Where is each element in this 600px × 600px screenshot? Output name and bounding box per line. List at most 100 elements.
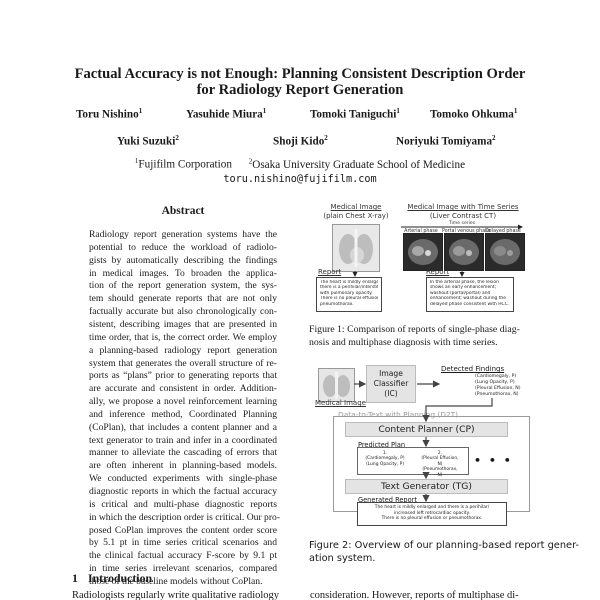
plan-ellipsis: • • • <box>474 454 513 467</box>
text-generator-box: Text Generator (TG) <box>345 479 508 494</box>
chest-xray-icon <box>333 225 379 271</box>
plan-step-2: 2. (Pleural Effusion, N) (Pneumothorax, … <box>421 451 459 478</box>
report-line: delayed phase consistent with HCC. <box>430 301 510 307</box>
fig1-report-label-right: Report <box>426 268 450 276</box>
abstract-line: tem should generate reports that are not… <box>89 293 277 305</box>
generated-report-label: Generated Report <box>358 496 417 504</box>
abstract-line: in medical images. To broaden the applic… <box>89 267 277 279</box>
section-title: Introduction <box>88 571 153 585</box>
abstract-line: gists by automatically describing the fi… <box>89 254 277 266</box>
right-column-line: consideration. However, reports of multi… <box>310 590 519 600</box>
abstract-line: We conducted experiments with single-pha… <box>89 473 277 485</box>
phase-label: Delayed phase <box>485 229 521 234</box>
report-line: increased left retrocardiac opacity. <box>394 510 470 516</box>
report-line: There is no pleural effusion or pneumoth… <box>381 516 483 522</box>
abstract-line: are often inherent in planning-based mod… <box>89 460 277 472</box>
abstract-line: ally, we propose a novel reinforcement l… <box>89 396 277 408</box>
predicted-plan-box <box>357 447 469 475</box>
finding-item: (Pleural Effusion, N) <box>475 386 521 391</box>
paper-title-line-2: for Radiology Report Generation <box>196 82 404 98</box>
author: Yuki Suzuki2 <box>117 134 179 148</box>
section-number: 1 <box>72 571 78 585</box>
plan-step-1: 1. (Cardiomegaly, P) (Lung Opacity, P) <box>365 451 405 467</box>
abstract-line: in time series irrelevant scenarios, com… <box>89 563 277 575</box>
abstract-line: and inference method, Coordinated Planni… <box>89 408 277 420</box>
report-line: there is a perihilar/interstitial <box>320 285 378 291</box>
fig1-label-left-2: (plain Chest X-ray) <box>323 212 389 220</box>
caption-line: ation system. <box>309 553 376 564</box>
phase-label: Arterial phase <box>404 229 438 234</box>
report-line: The heart is mildly enlarged and there i… <box>374 505 490 510</box>
report-line: In the arterial phase, the lesion <box>430 280 499 285</box>
finding-item: (Lung Opacity, P) <box>475 380 515 385</box>
section-heading: 1 Introduction <box>72 571 152 586</box>
d2t-label: Data-to-Text with Planning (D2T) <box>338 410 459 419</box>
abstract-line: diagnostic reports in which the factual … <box>89 486 277 497</box>
author: Shoji Kido2 <box>273 134 328 148</box>
caption-line: nosis and multiphase diagnosis with time… <box>309 337 498 348</box>
author: Toru Nishino1 <box>76 107 143 121</box>
abstract-line: posed CoPlan improves the content order … <box>89 524 277 536</box>
report-line: pneumothorax. <box>320 301 354 307</box>
figure-1-caption: Figure 1: Comparison of reports of singl… <box>309 323 531 349</box>
intro-first-line: Radiologists regularly write qualitative… <box>72 590 280 600</box>
abstract-line: manner to alleviate the cascading of err… <box>89 447 277 459</box>
paper-title-line-1: Factual Accuracy is not Enough: Planning… <box>74 66 526 82</box>
abstract-line: potential to reduce the workload of radi… <box>89 241 277 253</box>
author: Yasuhide Miura1 <box>186 107 267 121</box>
abstract-line: the clinical factual accuracy F-score by… <box>89 550 277 562</box>
ct-slice-icon <box>408 239 438 265</box>
medical-image <box>318 368 355 402</box>
report-line: shows an early enhancement; <box>430 285 497 291</box>
image-classifier-box: Image Classifier (IC) <box>366 365 416 403</box>
predicted-plan-label: Predicted Plan <box>358 441 406 449</box>
report-line: There is no pleural effusion or <box>320 296 378 302</box>
report-line: washout (portal/portal) and <box>430 290 491 296</box>
phase-label: Portal venous phase <box>442 229 491 234</box>
caption-line: Figure 1: Comparison of reports of singl… <box>309 324 520 335</box>
author-row-2: Yuki Suzuki2 Shoji Kido2 Noriyuki Tomiya… <box>0 134 600 150</box>
report-line: The heart is mildly enlarged and <box>320 280 378 285</box>
ct-image-arterial <box>403 233 443 271</box>
abstract-line: sistent, describing images that are pres… <box>89 318 277 330</box>
fig1-label-right-1: Medical Image with Time Series <box>407 203 519 211</box>
fig1-timeseries-label: Time series <box>448 221 476 226</box>
abstract-line: in which the description order is critic… <box>89 511 281 523</box>
ct-slice-icon <box>449 239 479 265</box>
medical-image-label: Medical Image <box>315 399 366 407</box>
abstract-line: (CoPlan), that includes a content planne… <box>89 421 277 433</box>
affiliation-2-wrap: 2Osaka University Graduate School of Med… <box>248 157 466 171</box>
affiliations: 1Fujifilm Corporation 2Osaka University … <box>134 157 466 171</box>
detected-findings-label: Detected Findings <box>441 365 505 373</box>
author: Tomoki Taniguchi1 <box>310 107 400 121</box>
abstract-line: are accurate and consistent in order. Ad… <box>89 383 277 395</box>
abstract-line: tion of the report generation system, th… <box>89 280 277 292</box>
ct-image-portal <box>444 233 484 271</box>
author: Tomoko Ohkuma1 <box>430 107 518 121</box>
chest-xray-icon <box>319 369 354 401</box>
fig1-report-multi-phase: In the arterial phase, the lesion shows … <box>426 277 514 312</box>
report-line: with pulmonary opacity. <box>320 290 373 296</box>
ct-image-delayed <box>485 233 525 271</box>
fig1-report-single-phase: The heart is mildly enlarged and there i… <box>316 277 382 312</box>
finding-item: (Cardiomegaly, P) <box>475 374 517 379</box>
fig1-report-label-left: Report <box>318 268 342 276</box>
abstract-line: is critical and multi-phase diagnostic r… <box>89 498 277 510</box>
abstract-line: a planning-based radiology report genera… <box>89 344 277 356</box>
abstract-line: text generator to train and infer in a c… <box>89 434 277 446</box>
author-email[interactable]: toru.nishino@fujifilm.com <box>223 174 377 185</box>
affiliation-2: Osaka University Graduate School of Medi… <box>252 158 466 171</box>
abstract-line: ports as “plans” prior to generating rep… <box>89 370 277 382</box>
report-line: enhancement; washout during the <box>430 296 506 302</box>
caption-line: Figure 2: Overview of our planning-based… <box>309 540 580 551</box>
author: Noriyuki Tomiyama2 <box>396 134 496 148</box>
abstract-line: factually accurate but also chronologica… <box>89 306 277 318</box>
abstract-line: those of the baseline models without CoP… <box>89 575 263 587</box>
figure-2-caption: Figure 2: Overview of our planning-based… <box>309 539 580 565</box>
author-row-1: Toru Nishino1 Yasuhide Miura1 Tomoki Tan… <box>0 107 600 123</box>
chest-xray-image <box>332 224 380 272</box>
abstract-line: Radiology report generation systems have… <box>89 229 277 240</box>
generated-report-box: The heart is mildly enlarged and there i… <box>357 502 507 526</box>
finding-item: (Pneumothorax, N) <box>475 392 519 397</box>
